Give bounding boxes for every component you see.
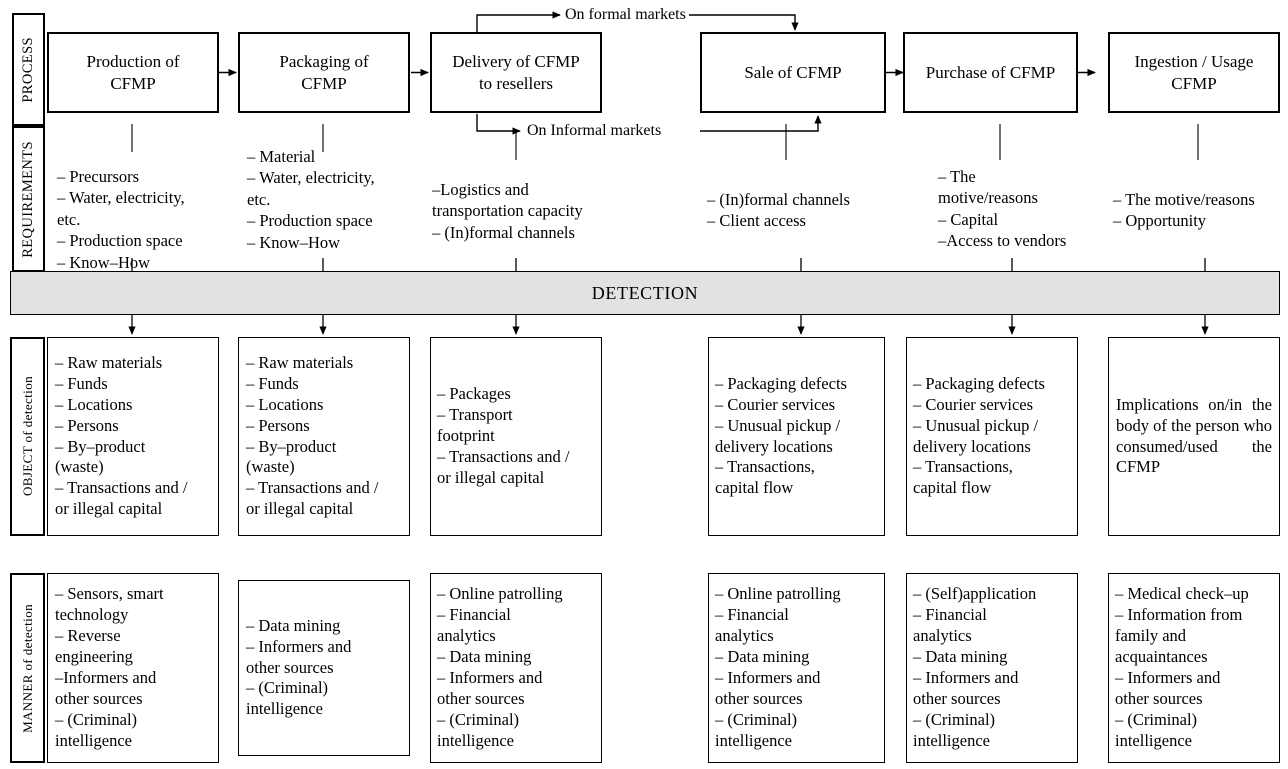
manner-box-6-text: – Medical check–up – Information from fa… xyxy=(1115,584,1249,750)
row-label-process: PROCESS xyxy=(12,13,45,126)
row-label-process-text: PROCESS xyxy=(20,36,37,103)
manner-box-5-text: – (Self)application – Financial analytic… xyxy=(913,584,1037,750)
object-box-4[interactable]: – Packaging defects – Courier services –… xyxy=(708,337,885,536)
flow-label-informal: On Informal markets xyxy=(524,122,665,140)
object-box-3-text: – Packages – Transport footprint – Trans… xyxy=(437,384,570,487)
manner-box-2[interactable]: – Data mining – Informers and other sour… xyxy=(238,580,410,756)
row-label-manner: MANNER of detection xyxy=(10,573,45,763)
detection-band-label: DETECTION xyxy=(591,282,699,303)
process-box-packaging-line1: Packaging of xyxy=(279,52,369,72)
process-box-delivery-line1: Delivery of CFMP xyxy=(452,52,580,72)
process-box-ingestion-line1: Ingestion / Usage xyxy=(1134,52,1254,72)
process-box-delivery-line2: to resellers xyxy=(478,73,554,93)
requirements-col-3: –Logistics and transportation capacity –… xyxy=(432,180,583,242)
requirements-col-1: – Precursors – Water, electricity, etc. … xyxy=(57,167,185,272)
manner-box-5[interactable]: – (Self)application – Financial analytic… xyxy=(906,573,1078,763)
object-box-5[interactable]: – Packaging defects – Courier services –… xyxy=(906,337,1078,536)
object-box-1[interactable]: – Raw materials – Funds – Locations – Pe… xyxy=(47,337,219,536)
object-box-6[interactable]: Implications on/in the body of the perso… xyxy=(1108,337,1280,536)
manner-box-6[interactable]: – Medical check–up – Information from fa… xyxy=(1108,573,1280,763)
flow-label-formal: On formal markets xyxy=(562,6,689,24)
process-box-ingestion[interactable]: Ingestion / Usage CFMP xyxy=(1108,32,1280,113)
object-box-3[interactable]: – Packages – Transport footprint – Trans… xyxy=(430,337,602,536)
requirements-col-6: – The motive/reasons – Opportunity xyxy=(1113,190,1255,231)
process-box-packaging-line2: CFMP xyxy=(301,73,347,93)
process-box-packaging[interactable]: Packaging of CFMP xyxy=(238,32,410,113)
requirements-col-4: – (In)formal channels – Client access xyxy=(707,190,850,231)
manner-box-3-text: – Online patrolling – Financial analytic… xyxy=(437,584,563,750)
manner-box-1[interactable]: – Sensors, smart technology – Reverse en… xyxy=(47,573,219,763)
manner-box-1-text: – Sensors, smart technology – Reverse en… xyxy=(55,584,164,750)
process-box-purchase[interactable]: Purchase of CFMP xyxy=(903,32,1078,113)
row-label-object-text: OBJECT of detection xyxy=(20,376,35,497)
row-label-requirements-text: REQUIREMENTS xyxy=(20,140,37,258)
process-box-delivery[interactable]: Delivery of CFMP to resellers xyxy=(430,32,602,113)
object-box-1-text: – Raw materials – Funds – Locations – Pe… xyxy=(55,352,188,519)
row-label-object: OBJECT of detection xyxy=(10,337,45,536)
row-label-requirements: REQUIREMENTS xyxy=(12,126,45,272)
object-box-5-text: – Packaging defects – Courier services –… xyxy=(913,373,1045,498)
manner-box-4[interactable]: – Online patrolling – Financial analytic… xyxy=(708,573,885,763)
object-box-6-text: Implications on/in the body of the perso… xyxy=(1116,394,1272,477)
object-box-2[interactable]: – Raw materials – Funds – Locations – Pe… xyxy=(238,337,410,536)
process-box-production-line1: Production of xyxy=(86,52,180,72)
requirements-col-2: – Material – Water, electricity, etc. – … xyxy=(247,147,375,252)
process-box-ingestion-line2: CFMP xyxy=(1171,73,1217,93)
object-box-2-text: – Raw materials – Funds – Locations – Pe… xyxy=(246,352,379,519)
process-box-sale[interactable]: Sale of CFMP xyxy=(700,32,886,113)
detection-band: DETECTION xyxy=(10,271,1280,315)
object-box-4-text: – Packaging defects – Courier services –… xyxy=(715,373,847,498)
manner-box-4-text: – Online patrolling – Financial analytic… xyxy=(715,584,841,750)
row-label-manner-text: MANNER of detection xyxy=(20,603,35,733)
manner-box-2-text: – Data mining – Informers and other sour… xyxy=(246,615,352,719)
process-box-production-line2: CFMP xyxy=(110,73,156,93)
process-box-production[interactable]: Production of CFMP xyxy=(47,32,219,113)
process-box-purchase-line1: Purchase of CFMP xyxy=(925,62,1056,82)
process-box-sale-line1: Sale of CFMP xyxy=(744,62,842,82)
manner-box-3[interactable]: – Online patrolling – Financial analytic… xyxy=(430,573,602,763)
requirements-col-5: – The motive/reasons – Capital –Access t… xyxy=(938,167,1067,251)
